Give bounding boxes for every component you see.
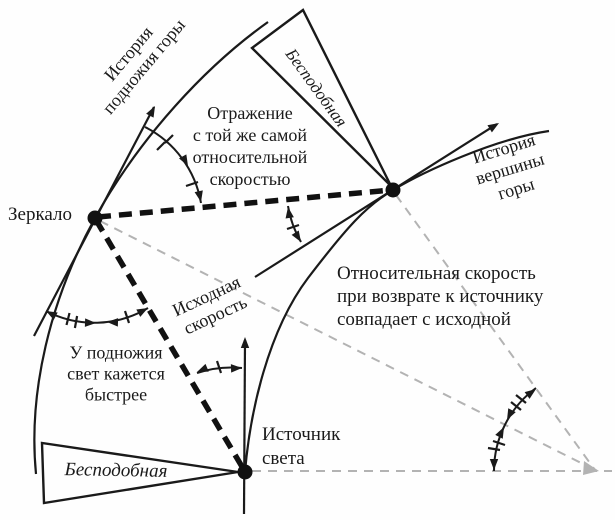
arrowheads — [46, 106, 536, 470]
top-worldline-curve — [243, 129, 550, 473]
guide-line-reflection-vertex — [395, 194, 596, 471]
light-path-to-mirror — [93, 218, 247, 472]
return-note: Относительная скорость при возврате к ис… — [337, 263, 544, 330]
source-arrowhead — [240, 337, 250, 348]
angle-arc-mirror-lower — [45, 307, 149, 324]
guide-lines — [99, 194, 612, 472]
mirror-dot — [87, 210, 103, 226]
top-tangent-arrowhead — [487, 123, 499, 133]
guide-line-mirror-vertex — [99, 220, 596, 471]
light-paths — [93, 187, 392, 472]
vertex-marker — [583, 461, 599, 475]
pennant-bottom — [40, 441, 239, 505]
angle-ticks — [65, 134, 527, 452]
source-dot — [237, 464, 253, 480]
light-source-label: Источник света — [262, 424, 341, 469]
event-dots — [87, 182, 401, 480]
pennant-shapes — [40, 8, 393, 505]
reflection-note: Отражение с той же самой относительной с… — [192, 103, 308, 189]
mirror-tangent-arrowhead — [146, 106, 155, 118]
light-path-reflected — [97, 187, 392, 220]
mirror-label: Зеркало — [8, 204, 72, 225]
reflection-dot — [385, 182, 401, 198]
bottom-pennant-label: Бесподобная — [64, 459, 168, 482]
pennant-top — [250, 8, 393, 187]
foot-worldline-curve — [33, 21, 269, 475]
top-tangent-arrow — [254, 123, 498, 278]
source-velocity-arrow — [242, 339, 247, 515]
foot-note: У подножия свет кажется быстрее — [67, 342, 165, 405]
